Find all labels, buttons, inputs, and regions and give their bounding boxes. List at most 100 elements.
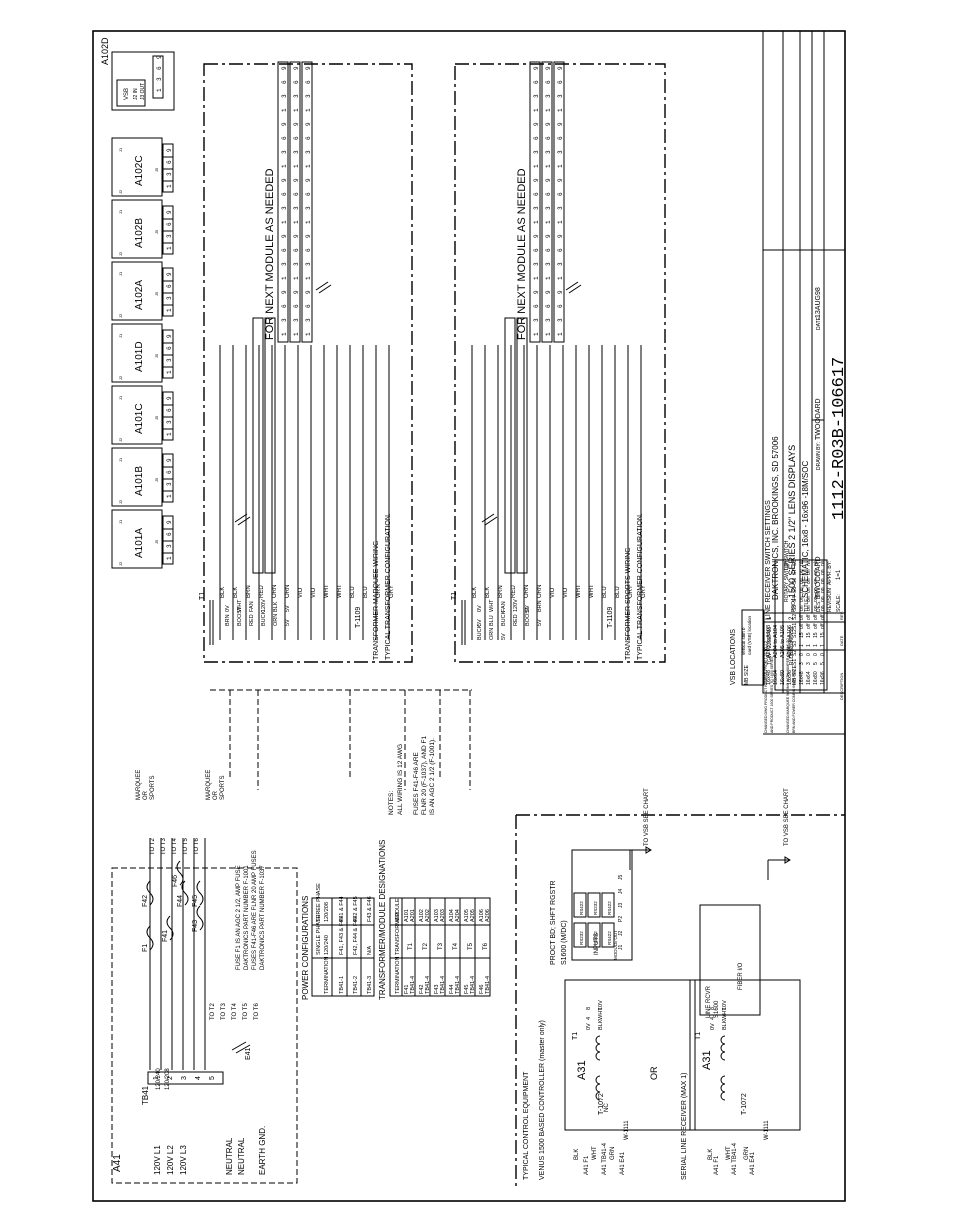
pin-number: 6 [545,304,552,308]
pin-number: 1 [305,332,312,336]
dm-cell: A106 [479,909,485,922]
vsb-locations-title: VSB LOCATIONS [730,629,737,685]
switch-cell: on [799,578,805,584]
connector-row [277,61,289,343]
pin-number: 6 [545,136,552,140]
pin-number: 9 [557,178,564,182]
vsb-header: vertical shift b [741,627,746,655]
hot-line-label: 120V L1 [153,1145,162,1175]
dm-cell: T1 [408,942,414,950]
drawing-date: 13AUG98 [815,287,822,318]
pin-number: 3 [533,262,540,266]
tap-label: BLK [598,1019,604,1030]
switch-cell: on [806,587,812,593]
pin-number: 3 [305,150,312,154]
pin-number: 3 [557,206,564,210]
switch-settings-title: LINE RECEIVER SWITCH SETTINGS [765,500,772,620]
switch-cell: 1 [799,644,805,647]
dm-header: TRANSFORMER [395,913,401,956]
serial-title: SERIAL LINE RECEIVER (MAX 1) [681,1073,688,1181]
transformer-caption: TRANSFORMER MARQUEE WIRING [373,541,380,660]
dm-cell: F46 [479,985,485,994]
vsb-size: 16x64 [773,670,779,685]
or-label: OR [649,1066,659,1080]
dm-cell: A205 [470,909,476,922]
vsb-size: 16x96 [787,670,793,685]
transformer-caption: TYPICAL TRANSFORMER CONFIGURATION. [637,513,644,660]
transformer-tap: WHT [237,599,243,612]
pin-number: 6 [293,136,300,140]
company-name: DAKTRONICS, INC. BROOKINGS, SD 57006 [771,436,780,600]
vsb-size: 16x48 [766,670,772,685]
dm-cell: A204 [455,909,461,922]
hot-destination: TO T6 [194,838,200,855]
port-box [601,892,615,918]
rev-date: 20APR99 [789,626,795,648]
switch-cell: on [820,605,826,611]
jack-label: P2 [618,916,624,922]
pc-cell: F43 & F46 [367,896,373,922]
revision-table [762,612,846,694]
transformer-id: T1 [199,592,206,600]
pin-number: 6 [281,192,288,196]
line-rcvr-label: S1600 [714,1000,720,1018]
wire-color-label: BLK [472,587,478,598]
switch-cell: 5 [813,662,819,665]
pc-header: 120/240 [324,935,330,955]
pin-number: 9 [156,55,163,59]
pin-number: 9 [305,234,312,238]
wire-color-label: GRY [389,585,395,598]
coil-symbol [720,1083,726,1093]
desc-header: DESCRIPTION [839,673,844,700]
proj-label: PROJ: [791,597,797,612]
switch-cell: n/u [806,559,812,566]
module-label: A102B [134,218,145,248]
switch-header: MB SIZE [792,664,798,685]
pin-number: 3 [281,206,288,210]
pc-header: TERMINATION [324,956,330,994]
switch-cell: n/u [799,559,805,566]
dm-cell: A101 [404,909,410,922]
jack-label: J5 [154,477,159,482]
switch-cell: on [820,569,826,575]
wire-color-label: BRN [246,585,252,598]
board-label: S1600 (M/DC) [561,920,568,965]
wire-color-label: VIO [563,587,569,598]
rev-by: TGW [767,653,773,665]
port-label: RS422 [607,931,612,945]
pin-strip [162,205,174,255]
wire-color-label: BLU [615,586,621,598]
pin-number: 3 [533,150,540,154]
nc-label: NC [604,1103,610,1112]
dm-header: TERMINATION [395,956,401,994]
pin-number: 9 [557,234,564,238]
pin-number: 6 [293,248,300,252]
connector-row [264,317,276,574]
switch-cell: on [813,569,819,575]
pc-header: THREE PHASE [316,883,322,922]
coil-symbol [595,1043,601,1053]
pin-number: 9 [545,122,552,126]
connector-row [529,61,541,343]
switch-cell: 16x80 [813,671,819,685]
source-label: A41 F1 [714,1155,720,1175]
revision-label: REVISION [827,588,833,612]
control-section-title: TYPICAL CONTROL EQUIPMENT [523,1071,530,1180]
transformer-tap: 120V [261,599,267,612]
vsb-location: A206 to A106 [787,625,793,658]
fuse-label: F43 [192,920,199,932]
switch-cell: 5 [820,662,826,665]
pin-number: 6 [557,248,564,252]
ground-symbol [565,281,579,291]
terminal-number: 2 [167,1076,174,1080]
vsb-header: oard (VSB) location [747,615,752,655]
terminal-number: 5 [209,1076,216,1080]
switch-header: S1 [792,623,798,629]
pin-number: 6 [533,248,540,252]
pin-number: 9 [281,290,288,294]
board-label: PROCT BD; SHFT RGSTR [550,880,557,965]
pin-number: 6 [166,532,173,536]
wire-color-label: GRY [376,585,382,598]
dm-cell: A103 [434,909,440,922]
pin-number: 3 [166,544,173,548]
